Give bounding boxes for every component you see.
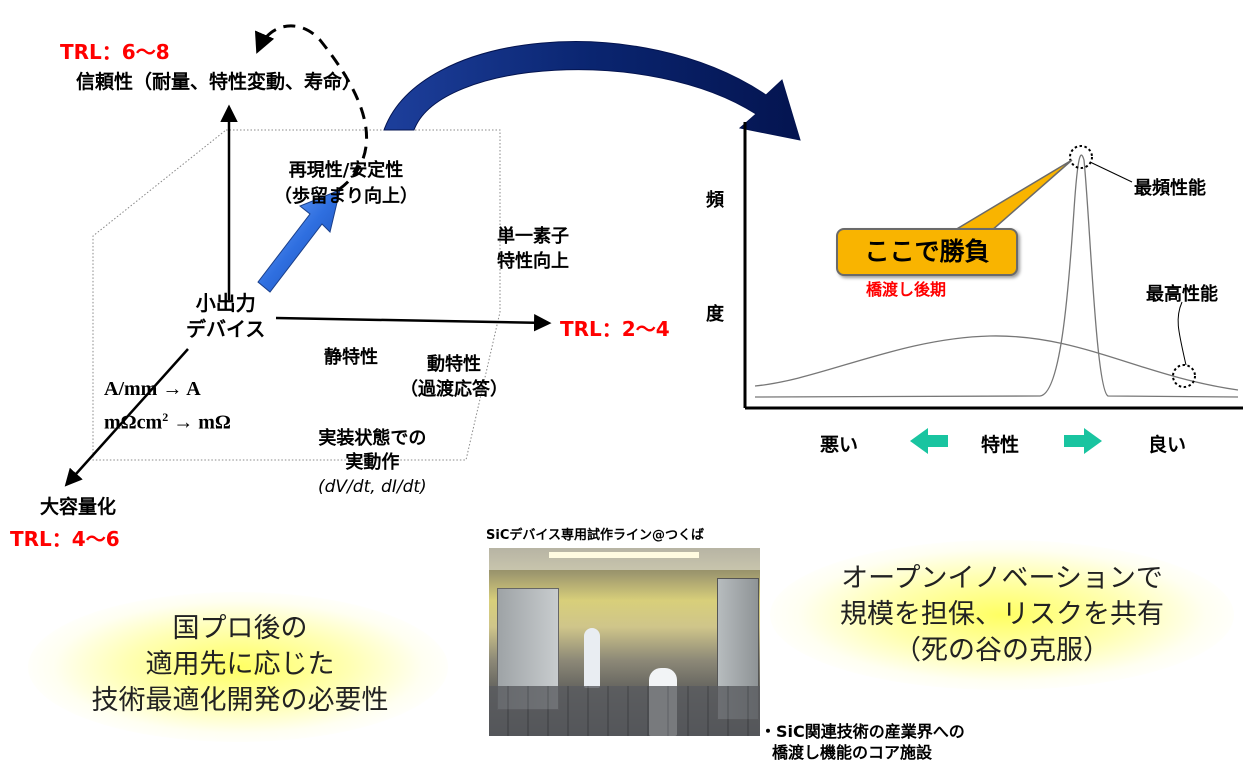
origin-label: 小出力 デバイス: [186, 291, 266, 341]
dashed-loop-arrow: [254, 24, 368, 202]
curved-transfer-arrow: [383, 41, 801, 141]
reliability-label: 信頼性（耐量、特性変動、寿命）: [76, 71, 362, 93]
mounting-operation-label: 実装状態での 実動作 (dV/dt, dI/dt): [318, 428, 427, 497]
bridging-late-stage-label: 橋渡し後期: [866, 280, 947, 299]
trl-right-label: TRL：2～4: [560, 317, 670, 341]
compete-here-callout: ここで勝負: [836, 228, 1018, 276]
resistance-scale-label: mΩcm2 → mΩ: [104, 410, 231, 434]
mode-leader-line: [1089, 161, 1133, 183]
x-axis-bad-label: 悪い: [820, 434, 859, 456]
frequency-label-top: 頻: [706, 190, 724, 211]
distribution-axes: [743, 122, 1243, 410]
dynamic-characteristics-label: 動特性 （過渡応答）: [400, 354, 508, 400]
left-message-glow: [28, 592, 448, 742]
mode-performance-label: 最頻性能: [1134, 178, 1206, 199]
single-element-label: 単一素子 特性向上: [497, 226, 569, 272]
right-green-arrow: [1064, 428, 1102, 454]
x-axis-characteristic-label: 特性: [981, 434, 1020, 456]
callout-tail: [952, 159, 1073, 233]
reproducibility-label: 再現性/安定性 （歩留まり向上）: [274, 160, 418, 207]
static-characteristics-label: 静特性: [324, 347, 378, 368]
frequency-label-bottom: 度: [706, 304, 724, 325]
facility-note: ・SiC関連技術の産業界への 橋渡し機能のコア施設: [760, 722, 965, 762]
dotted-cube-outline: [92, 129, 501, 461]
best-leader-line: [1177, 301, 1187, 366]
large-capacity-label: 大容量化: [40, 496, 117, 518]
right-message: オープンイノベーションで 規模を担保、リスクを共有 （死の谷の克服）: [840, 563, 1164, 666]
improvement-blue-arrow: [257, 189, 341, 293]
right-message-glow: [770, 540, 1234, 690]
best-performance-label: 最高性能: [1146, 284, 1218, 305]
best-performance-marker: [1172, 364, 1196, 388]
x-axis-good-label: 良い: [1148, 434, 1187, 456]
single-element-axis-arrow: [275, 313, 552, 332]
trl-bottom-label: TRL：4～6: [10, 527, 120, 551]
mode-performance-marker: [1069, 145, 1093, 169]
photo-caption: SiCデバイス専用試作ライン@つくば: [486, 528, 704, 543]
left-green-arrow: [910, 428, 948, 454]
cleanroom-photo: [489, 548, 760, 736]
current-scale-label: A/mm → A: [104, 378, 201, 400]
narrow-distribution-curve: [754, 154, 1239, 398]
large-capacity-axis-arrow: [64, 348, 189, 487]
left-message: 国プロ後の 適用先に応じた 技術最適化開発の必要性: [91, 613, 389, 716]
broad-distribution-curve: [754, 335, 1239, 391]
trl-top-label: TRL：6～8: [60, 40, 170, 64]
